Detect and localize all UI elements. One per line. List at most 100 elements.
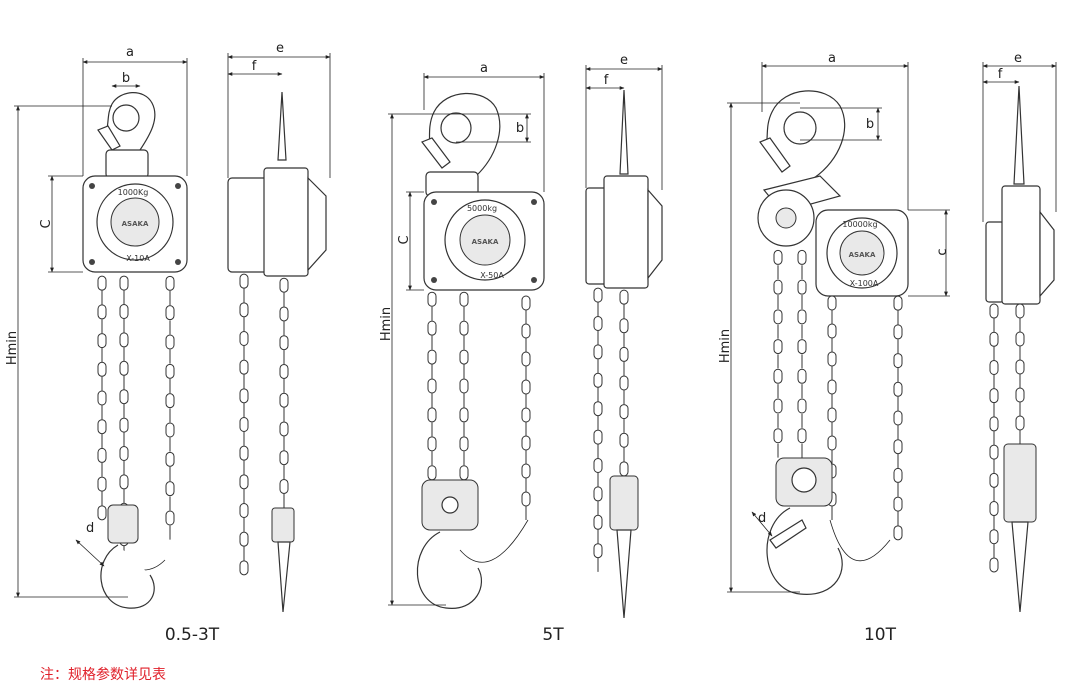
chain-link — [619, 404, 629, 420]
chain-link — [119, 332, 129, 348]
chain-link — [773, 279, 783, 295]
chain-link — [797, 428, 807, 444]
hoist-3-bottom-latch — [769, 519, 807, 549]
chain-link — [593, 458, 603, 473]
hoist-3-hand-chain-2 — [893, 295, 903, 541]
hoist-3-chain-loop — [829, 519, 891, 562]
hoist-1-dim-c: C — [39, 219, 54, 228]
chain-link — [827, 435, 837, 451]
chain-link — [521, 435, 531, 451]
hoist-2-safety-latch — [421, 137, 451, 169]
chain-link — [165, 510, 175, 526]
hoist-1-dimensions: a b C Hmin d — [5, 45, 188, 598]
chain-link — [827, 295, 837, 311]
hoist-2-hand-chain — [521, 295, 531, 520]
chain-link — [279, 392, 289, 408]
chain-link — [797, 279, 807, 295]
chain-link — [279, 277, 289, 293]
hoist-3-capacity: 10000kg — [842, 220, 877, 229]
chain-link — [989, 331, 999, 347]
chain-link — [619, 289, 629, 305]
hoist-2-bottom-hook — [416, 531, 483, 609]
chain-link — [619, 346, 629, 362]
chain-link — [459, 291, 469, 307]
hoist-2-bottom-sheave — [441, 496, 459, 514]
chain-link — [1015, 415, 1025, 431]
chain-link — [593, 316, 603, 331]
chain-link — [593, 287, 603, 303]
hoist-1-side-frame — [263, 167, 309, 277]
hoist-1-side-chain-left — [239, 273, 249, 576]
hoist-2-load-chain-right — [459, 291, 469, 481]
hoist-3-bottom-hook — [766, 507, 843, 595]
chain-link — [593, 401, 603, 417]
chain-link — [427, 349, 437, 365]
chain-link — [427, 291, 437, 307]
chain-link — [459, 349, 469, 365]
chain-link — [239, 388, 249, 404]
hoist-1-brand: ASAKA — [122, 220, 149, 228]
hoist-1-side-dimensions: e f — [227, 41, 331, 178]
hoist-2-caption: 5T — [542, 625, 564, 645]
chain-link — [239, 445, 249, 461]
footer-note: 注：规格参数详见表 — [40, 667, 166, 683]
hoist-1-hook-block — [105, 149, 149, 179]
chain-link — [459, 378, 469, 394]
chain-link — [1015, 331, 1025, 347]
hoist-1-bottom-hook — [100, 544, 155, 609]
hoist-3-side-handwheel — [985, 221, 1005, 303]
hoist-2-side-top-hook — [619, 89, 629, 175]
chain-link — [239, 503, 249, 518]
chain-link — [1015, 359, 1025, 375]
chain-link — [989, 557, 999, 573]
hoist-2-side-bottom-block — [609, 475, 639, 531]
hoist-3-side-bottom-block — [1003, 443, 1037, 523]
hoist-2-dim-e: e — [620, 53, 628, 68]
chain-link — [279, 363, 289, 379]
chain-link — [827, 323, 837, 339]
chain-link — [119, 360, 129, 376]
chain-link — [97, 447, 107, 463]
chain-link — [593, 429, 603, 445]
chain-link — [989, 444, 999, 460]
hoist-3-side-gear-cover — [1039, 210, 1055, 298]
chain-link — [773, 309, 783, 325]
chain-link — [97, 476, 107, 492]
hoist-3-dim-hmin: Hmin — [718, 329, 733, 363]
chain-link — [521, 351, 531, 367]
chain-link — [773, 339, 783, 355]
chain-link — [279, 421, 289, 437]
chain-link — [459, 436, 469, 452]
hoist-2-side-dimensions: e f — [585, 53, 663, 190]
chain-link — [893, 381, 903, 397]
chain-link — [521, 295, 531, 311]
hoist-2-dim-hmin: Hmin — [379, 307, 394, 341]
hoist-3-side-chain-right — [1015, 303, 1025, 444]
hoist-3-side-top-hook — [1013, 85, 1025, 185]
chain-link — [165, 422, 175, 438]
hoist-3-model: X-100A — [850, 279, 879, 288]
hoist-1-dim-e: e — [276, 41, 284, 56]
chain-link — [797, 339, 807, 355]
hoist-2-brand: ASAKA — [472, 238, 499, 246]
chain-link — [427, 378, 437, 394]
hoist-1-side-chain-right — [279, 277, 289, 508]
hoist-3-hook-eye — [783, 111, 817, 145]
hoist-3-load-chain-2 — [797, 249, 807, 458]
chain-link — [521, 407, 531, 423]
chain-link — [165, 451, 175, 467]
chain-link — [797, 398, 807, 414]
hoist-1-side-bottom-hook — [277, 541, 291, 613]
hoist-2-dim-f: f — [604, 73, 609, 88]
chain-link — [893, 496, 903, 512]
hoist-1-side-bottom-block — [271, 507, 295, 543]
chain-link — [427, 407, 437, 423]
hoist-3-caption: 10T — [864, 625, 897, 645]
hoist-3-dim-f: f — [998, 67, 1003, 82]
hoist-1-model: X-10A — [126, 254, 150, 263]
hoist-3-brand-disc — [839, 230, 885, 276]
chain-link — [893, 439, 903, 455]
hoist-1-dim-f: f — [252, 59, 257, 74]
chain-link — [893, 353, 903, 369]
hoist-2-side-view — [585, 89, 663, 619]
